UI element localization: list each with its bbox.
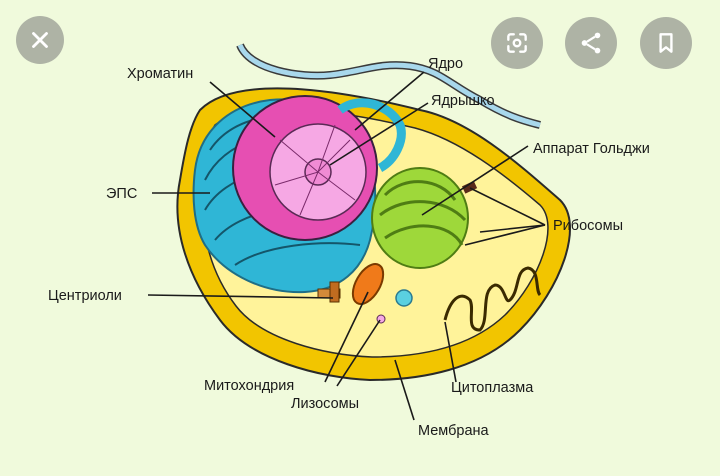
close-icon — [32, 32, 48, 48]
golgi-apparatus — [371, 167, 469, 269]
share-button[interactable] — [565, 17, 617, 69]
ribosome-marker — [461, 180, 478, 194]
membrane-folds — [443, 266, 542, 332]
lens-icon — [507, 33, 527, 53]
lysosome — [395, 289, 413, 307]
lens-button[interactable] — [491, 17, 543, 69]
chromatin-threads — [274, 124, 356, 216]
share-icon — [581, 32, 601, 54]
label-nucleolus: Ядрышко — [431, 93, 495, 109]
flagellum-fill — [237, 43, 541, 128]
leader-lines — [147, 71, 546, 421]
label-mitochondria: Митохондрия — [204, 378, 294, 394]
mitochondrion — [351, 263, 385, 305]
nuclear-envelope-channel — [337, 98, 406, 172]
label-lysosomes: Лизосомы — [291, 396, 359, 412]
close-button[interactable] — [16, 16, 64, 64]
bookmark-button[interactable] — [640, 17, 692, 69]
label-er: ЭПС — [106, 186, 137, 202]
label-ribosomes: Рибосомы — [553, 218, 623, 234]
label-chromatin: Хроматин — [127, 66, 193, 82]
label-membrane: Мембрана — [418, 423, 490, 439]
label-cytoplasm: Цитоплазма — [451, 380, 534, 396]
label-centrioles: Центриоли — [48, 288, 122, 304]
label-nucleus: Ядро — [428, 56, 463, 72]
label-golgi: Аппарат Гольджи — [533, 141, 650, 157]
bookmark-icon — [659, 33, 673, 53]
